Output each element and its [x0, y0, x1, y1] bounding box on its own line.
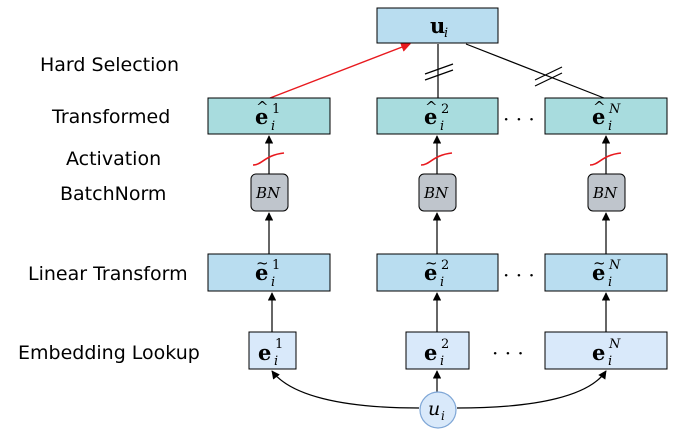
cut-mark: [424, 69, 454, 81]
node-sup: 1: [272, 102, 280, 117]
node-sub: i: [440, 275, 444, 290]
ellipsis: · · ·: [492, 341, 524, 365]
node-sup: 2: [441, 337, 449, 352]
node-base: e: [592, 340, 605, 365]
edge-input-to-embedding-1: [271, 370, 420, 409]
node-sub: i: [608, 119, 612, 134]
transformed-node-1: ^ e 1 i: [207, 97, 331, 135]
label-embedding-lookup: Embedding Lookup: [18, 342, 200, 364]
node-sub: i: [274, 354, 278, 369]
output-node: u i: [376, 7, 499, 44]
hat-accent: ^: [425, 98, 438, 116]
ellipsis: · · ·: [503, 263, 535, 287]
tilde-accent: ~: [425, 254, 438, 272]
label-hard-selection: Hard Selection: [40, 54, 179, 76]
batchnorm-node-2: BN: [418, 173, 457, 212]
label-transformed: Transformed: [51, 106, 170, 128]
linear-node-2: ~ e 2 i: [376, 253, 499, 292]
cut-mark: [534, 72, 563, 87]
ellipsis: · · ·: [503, 107, 535, 131]
node-sub: i: [440, 119, 444, 134]
transformed-node-n: ^ e N i: [544, 97, 668, 135]
node-sup: N: [608, 337, 621, 352]
node-sup: 1: [275, 337, 283, 352]
node-base: e: [424, 104, 437, 129]
node-base: e: [255, 260, 268, 285]
bn-label: BN: [423, 184, 449, 202]
node-sub: i: [608, 275, 612, 290]
label-linear-transform: Linear Transform: [28, 263, 188, 285]
node-sup: N: [608, 102, 621, 117]
input-node-sub: i: [441, 409, 445, 423]
transformed-node-2: ^ e 2 i: [376, 97, 499, 135]
output-node-base: u: [430, 13, 445, 38]
node-sup: 1: [272, 258, 280, 273]
node-sub: i: [608, 354, 612, 369]
edge-input-to-embedding-n: [456, 370, 607, 409]
cut-mark: [424, 63, 454, 75]
node-base: e: [424, 260, 437, 285]
bn-label: BN: [255, 184, 281, 202]
embedding-node-n: e N i: [544, 331, 668, 370]
embedding-node-1: e 1 i: [248, 331, 297, 370]
node-base: e: [424, 340, 437, 365]
hat-accent: ^: [593, 98, 606, 116]
node-base: e: [258, 340, 271, 365]
linear-node-1: ~ e 1 i: [207, 253, 331, 292]
node-sub: i: [271, 275, 275, 290]
output-node-sub: i: [444, 26, 448, 41]
node-sup: 2: [441, 258, 449, 273]
linear-node-n: ~ e N i: [544, 253, 668, 292]
cut-mark: [534, 66, 563, 81]
node-sub: i: [440, 354, 444, 369]
label-activation: Activation: [66, 148, 161, 170]
activation-icon: [589, 152, 622, 166]
pruned-edge-n: [465, 43, 605, 99]
node-base: e: [592, 104, 605, 129]
embedding-node-2: e 2 i: [405, 331, 470, 370]
input-node-base: u: [428, 398, 440, 420]
selected-edge: [269, 42, 411, 99]
node-sup: 2: [441, 102, 449, 117]
activation-icon: [252, 152, 285, 166]
node-sup: N: [608, 258, 621, 273]
bn-label: BN: [592, 184, 618, 202]
tilde-accent: ~: [593, 254, 606, 272]
node-base: e: [592, 260, 605, 285]
activation-icon: [420, 152, 453, 166]
node-base: e: [255, 104, 268, 129]
batchnorm-node-n: BN: [587, 173, 626, 212]
node-sub: i: [271, 119, 275, 134]
input-node: u i: [419, 391, 457, 429]
hat-accent: ^: [256, 98, 269, 116]
batchnorm-node-1: BN: [250, 173, 289, 212]
tilde-accent: ~: [256, 254, 269, 272]
label-batchnorm: BatchNorm: [60, 183, 166, 205]
